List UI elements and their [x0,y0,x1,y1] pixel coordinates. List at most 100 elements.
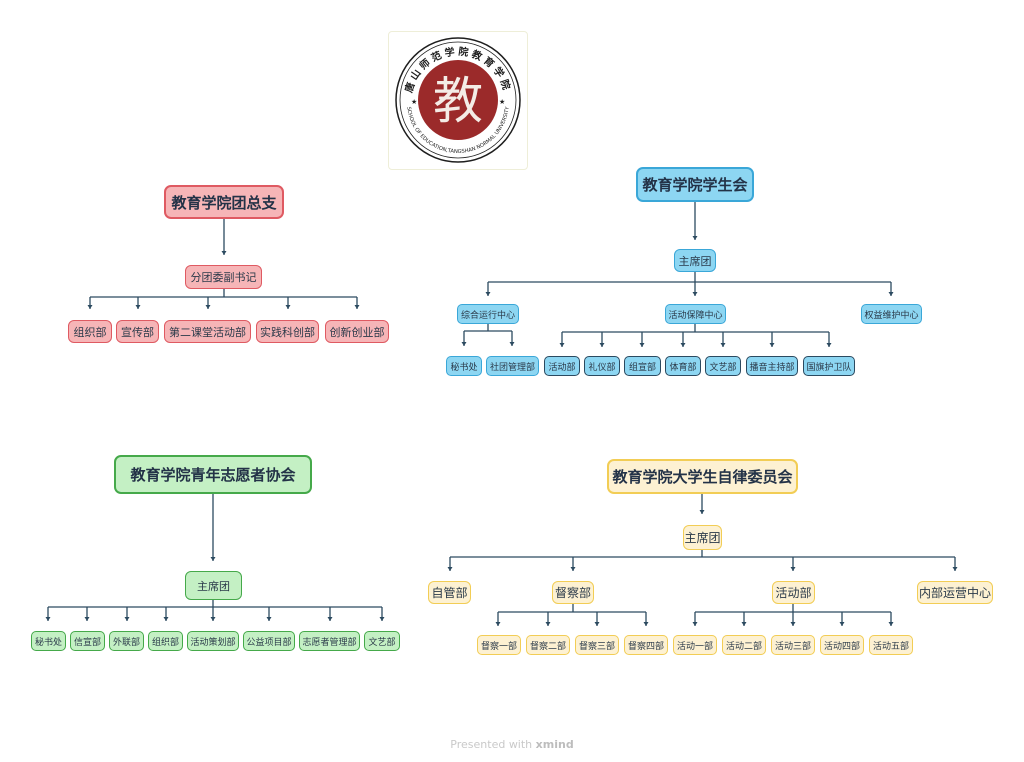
node-label: 活动三部 [774,641,811,652]
union-dept-node[interactable]: 体育部 [665,356,701,376]
union-dept-node[interactable]: 活动部 [544,356,580,376]
node-label: 组宣部 [628,362,656,373]
discipline-subdept-node[interactable]: 督察二部 [526,635,570,655]
arrow-head-icon [84,617,90,621]
union-dept-node[interactable]: 播音主持部 [746,356,798,376]
discipline-subdept-node[interactable]: 活动五部 [869,635,913,655]
node-label: 第二课堂活动部 [169,325,246,339]
node-label: 实践科创部 [260,325,315,339]
node-label: 组织部 [151,637,179,648]
volunteer-presidium-node[interactable]: 主席团 [185,571,242,600]
arrow-head-icon [639,343,645,347]
arrow-head-icon [699,510,705,514]
union-center-node[interactable]: 权益维护中心 [861,304,922,324]
node-label: 活动二部 [725,641,762,652]
node-label: 主席团 [678,254,712,268]
arrow-head-icon [285,305,291,309]
union-center-node[interactable]: 活动保障中心 [665,304,726,324]
arrow-head-icon [570,567,576,571]
node-label: 督察三部 [578,641,615,652]
node-label: 督察部 [554,586,591,600]
volunteer-dept-node[interactable]: 公益项目部 [243,631,295,651]
arrow-head-icon [888,292,894,296]
arrow-head-icon [379,617,385,621]
node-label: 秘书处 [450,362,478,373]
union-dept-node[interactable]: 文艺部 [705,356,741,376]
discipline-subdept-node[interactable]: 活动二部 [722,635,766,655]
arrow-head-icon [599,343,605,347]
discipline-subdept-node[interactable]: 督察一部 [477,635,521,655]
union-dept-node[interactable]: 社团管理部 [486,356,539,376]
arrow-head-icon [447,567,453,571]
discipline-presidium-node[interactable]: 主席团 [683,525,722,550]
node-label: 创新创业部 [329,325,385,339]
arrow-head-icon [163,617,169,621]
node-label: 活动策划部 [190,637,236,648]
discipline-dept-node[interactable]: 自管部 [428,581,471,604]
node-label: 外联部 [112,637,140,648]
arrow-head-icon [692,292,698,296]
node-label: 播音主持部 [749,362,795,373]
discipline-dept-node[interactable]: 内部运营中心 [917,581,993,604]
node-label: 主席团 [197,579,230,593]
league-dept-node[interactable]: 第二课堂活动部 [164,320,251,343]
volunteer-dept-node[interactable]: 志愿者管理部 [299,631,360,651]
league-dept-node[interactable]: 创新创业部 [325,320,389,343]
arrow-head-icon [643,622,649,626]
volunteer-dept-node[interactable]: 秘书处 [31,631,66,651]
volunteer-dept-node[interactable]: 信宣部 [70,631,105,651]
arrow-head-icon [559,343,565,347]
volunteer-dept-node[interactable]: 组织部 [148,631,183,651]
arrow-head-icon [888,622,894,626]
discipline-subdept-node[interactable]: 活动一部 [673,635,717,655]
union-presidium-node[interactable]: 主席团 [674,249,716,272]
node-label: 分团委副书记 [190,271,257,284]
arrow-head-icon [769,343,775,347]
arrow-head-icon [720,343,726,347]
node-label: 活动保障中心 [668,310,723,321]
node-label: 秘书处 [34,637,62,648]
union-center-node[interactable]: 综合运行中心 [457,304,519,324]
arrow-head-icon [87,305,93,309]
league-dept-node[interactable]: 实践科创部 [256,320,319,343]
discipline-subdept-node[interactable]: 活动四部 [820,635,864,655]
union-dept-node[interactable]: 秘书处 [446,356,482,376]
discipline-subdept-node[interactable]: 活动三部 [771,635,815,655]
league-secretary-node[interactable]: 分团委副书记 [185,265,262,289]
arrow-head-icon [692,622,698,626]
logo-disk [418,60,498,140]
node-label: 活动部 [775,586,812,600]
presented-with-footer: Presented with xmind [0,738,1024,751]
volunteer-dept-node[interactable]: 文艺部 [364,631,400,651]
union-root-node[interactable]: 教育学院学生会 [636,167,754,202]
node-label: 活动一部 [676,641,713,652]
arrow-head-icon [545,622,551,626]
league-root-node[interactable]: 教育学院团总支 [164,185,284,219]
discipline-subdept-node[interactable]: 督察四部 [624,635,668,655]
node-label: 权益维护中心 [864,310,919,321]
node-label: 活动五部 [872,641,909,652]
arrow-head-icon [354,305,360,309]
discipline-root-node[interactable]: 教育学院大学生自律委员会 [607,459,798,494]
arrow-head-icon [210,557,216,561]
node-label: 督察四部 [627,641,664,652]
discipline-dept-node[interactable]: 活动部 [772,581,815,604]
league-dept-node[interactable]: 宣传部 [116,320,159,343]
arrow-head-icon [790,567,796,571]
union-dept-node[interactable]: 礼仪部 [584,356,620,376]
union-dept-node[interactable]: 国旗护卫队 [803,356,855,376]
node-label: 礼仪部 [588,362,616,373]
arrow-head-icon [461,342,467,346]
volunteer-root-node[interactable]: 教育学院青年志愿者协会 [114,455,312,494]
arrow-head-icon [680,343,686,347]
league-dept-node[interactable]: 组织部 [68,320,112,343]
discipline-subdept-node[interactable]: 督察三部 [575,635,619,655]
node-label: 组织部 [73,325,107,339]
volunteer-dept-node[interactable]: 活动策划部 [187,631,239,651]
discipline-dept-node[interactable]: 督察部 [552,581,594,604]
arrow-head-icon [826,343,832,347]
logo-glyph: 教 [433,72,483,130]
volunteer-dept-node[interactable]: 外联部 [109,631,144,651]
union-dept-node[interactable]: 组宣部 [624,356,661,376]
